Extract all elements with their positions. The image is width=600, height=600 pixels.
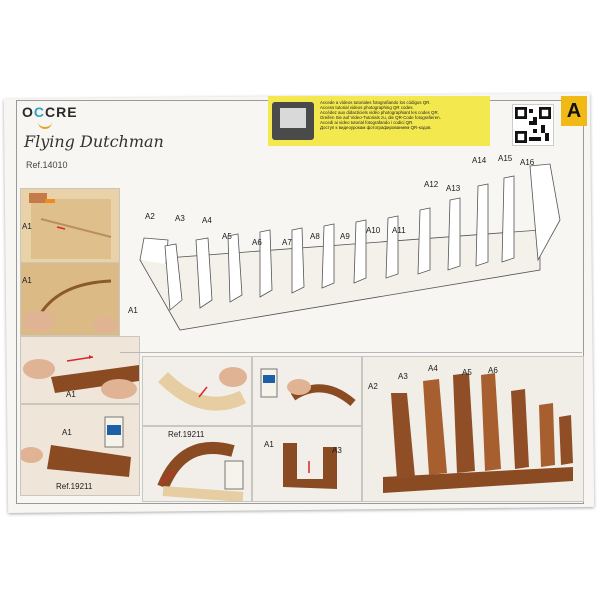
frame-label: A1 (128, 306, 138, 315)
photo-label: A3 (332, 446, 342, 455)
frame-label: A8 (310, 232, 320, 241)
model-reference: Ref.14010 (26, 160, 68, 170)
frame-label: A9 (340, 232, 350, 241)
qr-code-icon (513, 105, 553, 145)
photo-label: A1 (66, 390, 76, 399)
photo-label: A6 (488, 366, 498, 375)
frame-label: A7 (282, 238, 292, 247)
step-photo-glue-bottle (252, 356, 362, 426)
model-title: Flying Dutchman (24, 132, 164, 151)
glue-reference: Ref.19211 (56, 482, 93, 491)
frame-label: A3 (175, 214, 185, 223)
qr-code[interactable] (512, 104, 554, 146)
step-photo-fitting (20, 336, 140, 404)
step-photo-frame-join (252, 426, 362, 502)
frame-label: A6 (252, 238, 262, 247)
photo-label: A1 (264, 440, 274, 449)
hull-frames-drawing (139, 163, 561, 331)
glue-reference: Ref.19211 (168, 430, 205, 439)
step-photo-sanding (20, 262, 120, 336)
qr-info-banner: Accede a vídeos tutoriales fotografiando… (268, 96, 490, 146)
phone-icon (272, 102, 314, 140)
frame-label: A16 (520, 158, 535, 167)
frame-label: A11 (392, 226, 406, 235)
qr-info-text: Accede a vídeos tutoriales fotografiando… (320, 100, 441, 131)
step-photo-cutting (20, 188, 120, 264)
frame-label: A2 (145, 212, 155, 221)
frame-label: A10 (366, 226, 381, 235)
frame-label: A5 (222, 232, 232, 241)
step-photo-frame-assembly (142, 426, 252, 502)
frame-label: A15 (498, 154, 513, 163)
section-divider (120, 352, 582, 353)
frame-label: A12 (424, 180, 439, 189)
frame-label: A4 (202, 216, 212, 225)
photo-label: A4 (428, 364, 438, 373)
section-badge: A (561, 96, 587, 126)
frame-label: A13 (446, 184, 461, 193)
occre-logo: OCCRE (22, 104, 78, 129)
photo-label: A1 (22, 276, 32, 285)
step-photo-frame-light (142, 356, 252, 426)
step-photo-hull-assembled (362, 356, 584, 502)
photo-label: A5 (462, 368, 472, 377)
photo-label: A1 (22, 222, 32, 231)
photo-label: A1 (62, 428, 72, 437)
frame-label: A14 (472, 156, 487, 165)
step-photo-gluing (19, 404, 140, 496)
photo-label: A2 (368, 382, 378, 391)
photo-label: A3 (398, 372, 408, 381)
